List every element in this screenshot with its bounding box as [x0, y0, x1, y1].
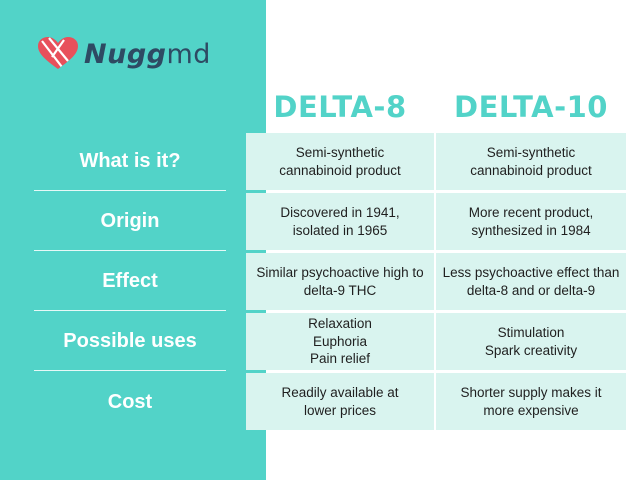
cell-delta8-effect: Similar psychoactive high to delta-9 THC: [246, 253, 434, 310]
cell-delta10-what-is-it: Semi-synthetic cannabinoid product: [436, 133, 626, 190]
column-header-delta10: DELTA-10: [454, 90, 608, 124]
cell-delta10-effect: Less psychoactive effect than delta-8 an…: [436, 253, 626, 310]
row-label-possible-uses: Possible uses: [34, 313, 226, 371]
row-label-cost: Cost: [107, 390, 153, 413]
column-header-delta8: DELTA-8: [273, 90, 407, 124]
logo-wordmark-md: md: [166, 38, 211, 70]
row-label-what-is-it: What is it?: [34, 133, 226, 191]
cell-delta10-cost: Shorter supply makes it more expensive: [436, 373, 626, 430]
left-panel: [0, 0, 266, 480]
logo-wordmark-nugg: Nugg: [84, 38, 167, 70]
heart-icon: [38, 37, 78, 69]
cell-delta8-possible-uses: Relaxation Euphoria Pain relief: [246, 313, 434, 370]
nuggmd-logo: Nuggmd: [38, 34, 211, 74]
cell-delta10-origin: More recent product, synthesized in 1984: [436, 193, 626, 250]
row-label-origin: Origin: [34, 193, 226, 251]
row-label-effect: Effect: [34, 253, 226, 311]
cell-delta8-cost: Readily available at lower prices: [246, 373, 434, 430]
cell-delta8-origin: Discovered in 1941, isolated in 1965: [246, 193, 434, 250]
cell-delta10-possible-uses: Stimulation Spark creativity: [436, 313, 626, 370]
logo-wordmark: Nuggmd: [84, 39, 211, 70]
cell-delta8-what-is-it: Semi-synthetic cannabinoid product: [246, 133, 434, 190]
